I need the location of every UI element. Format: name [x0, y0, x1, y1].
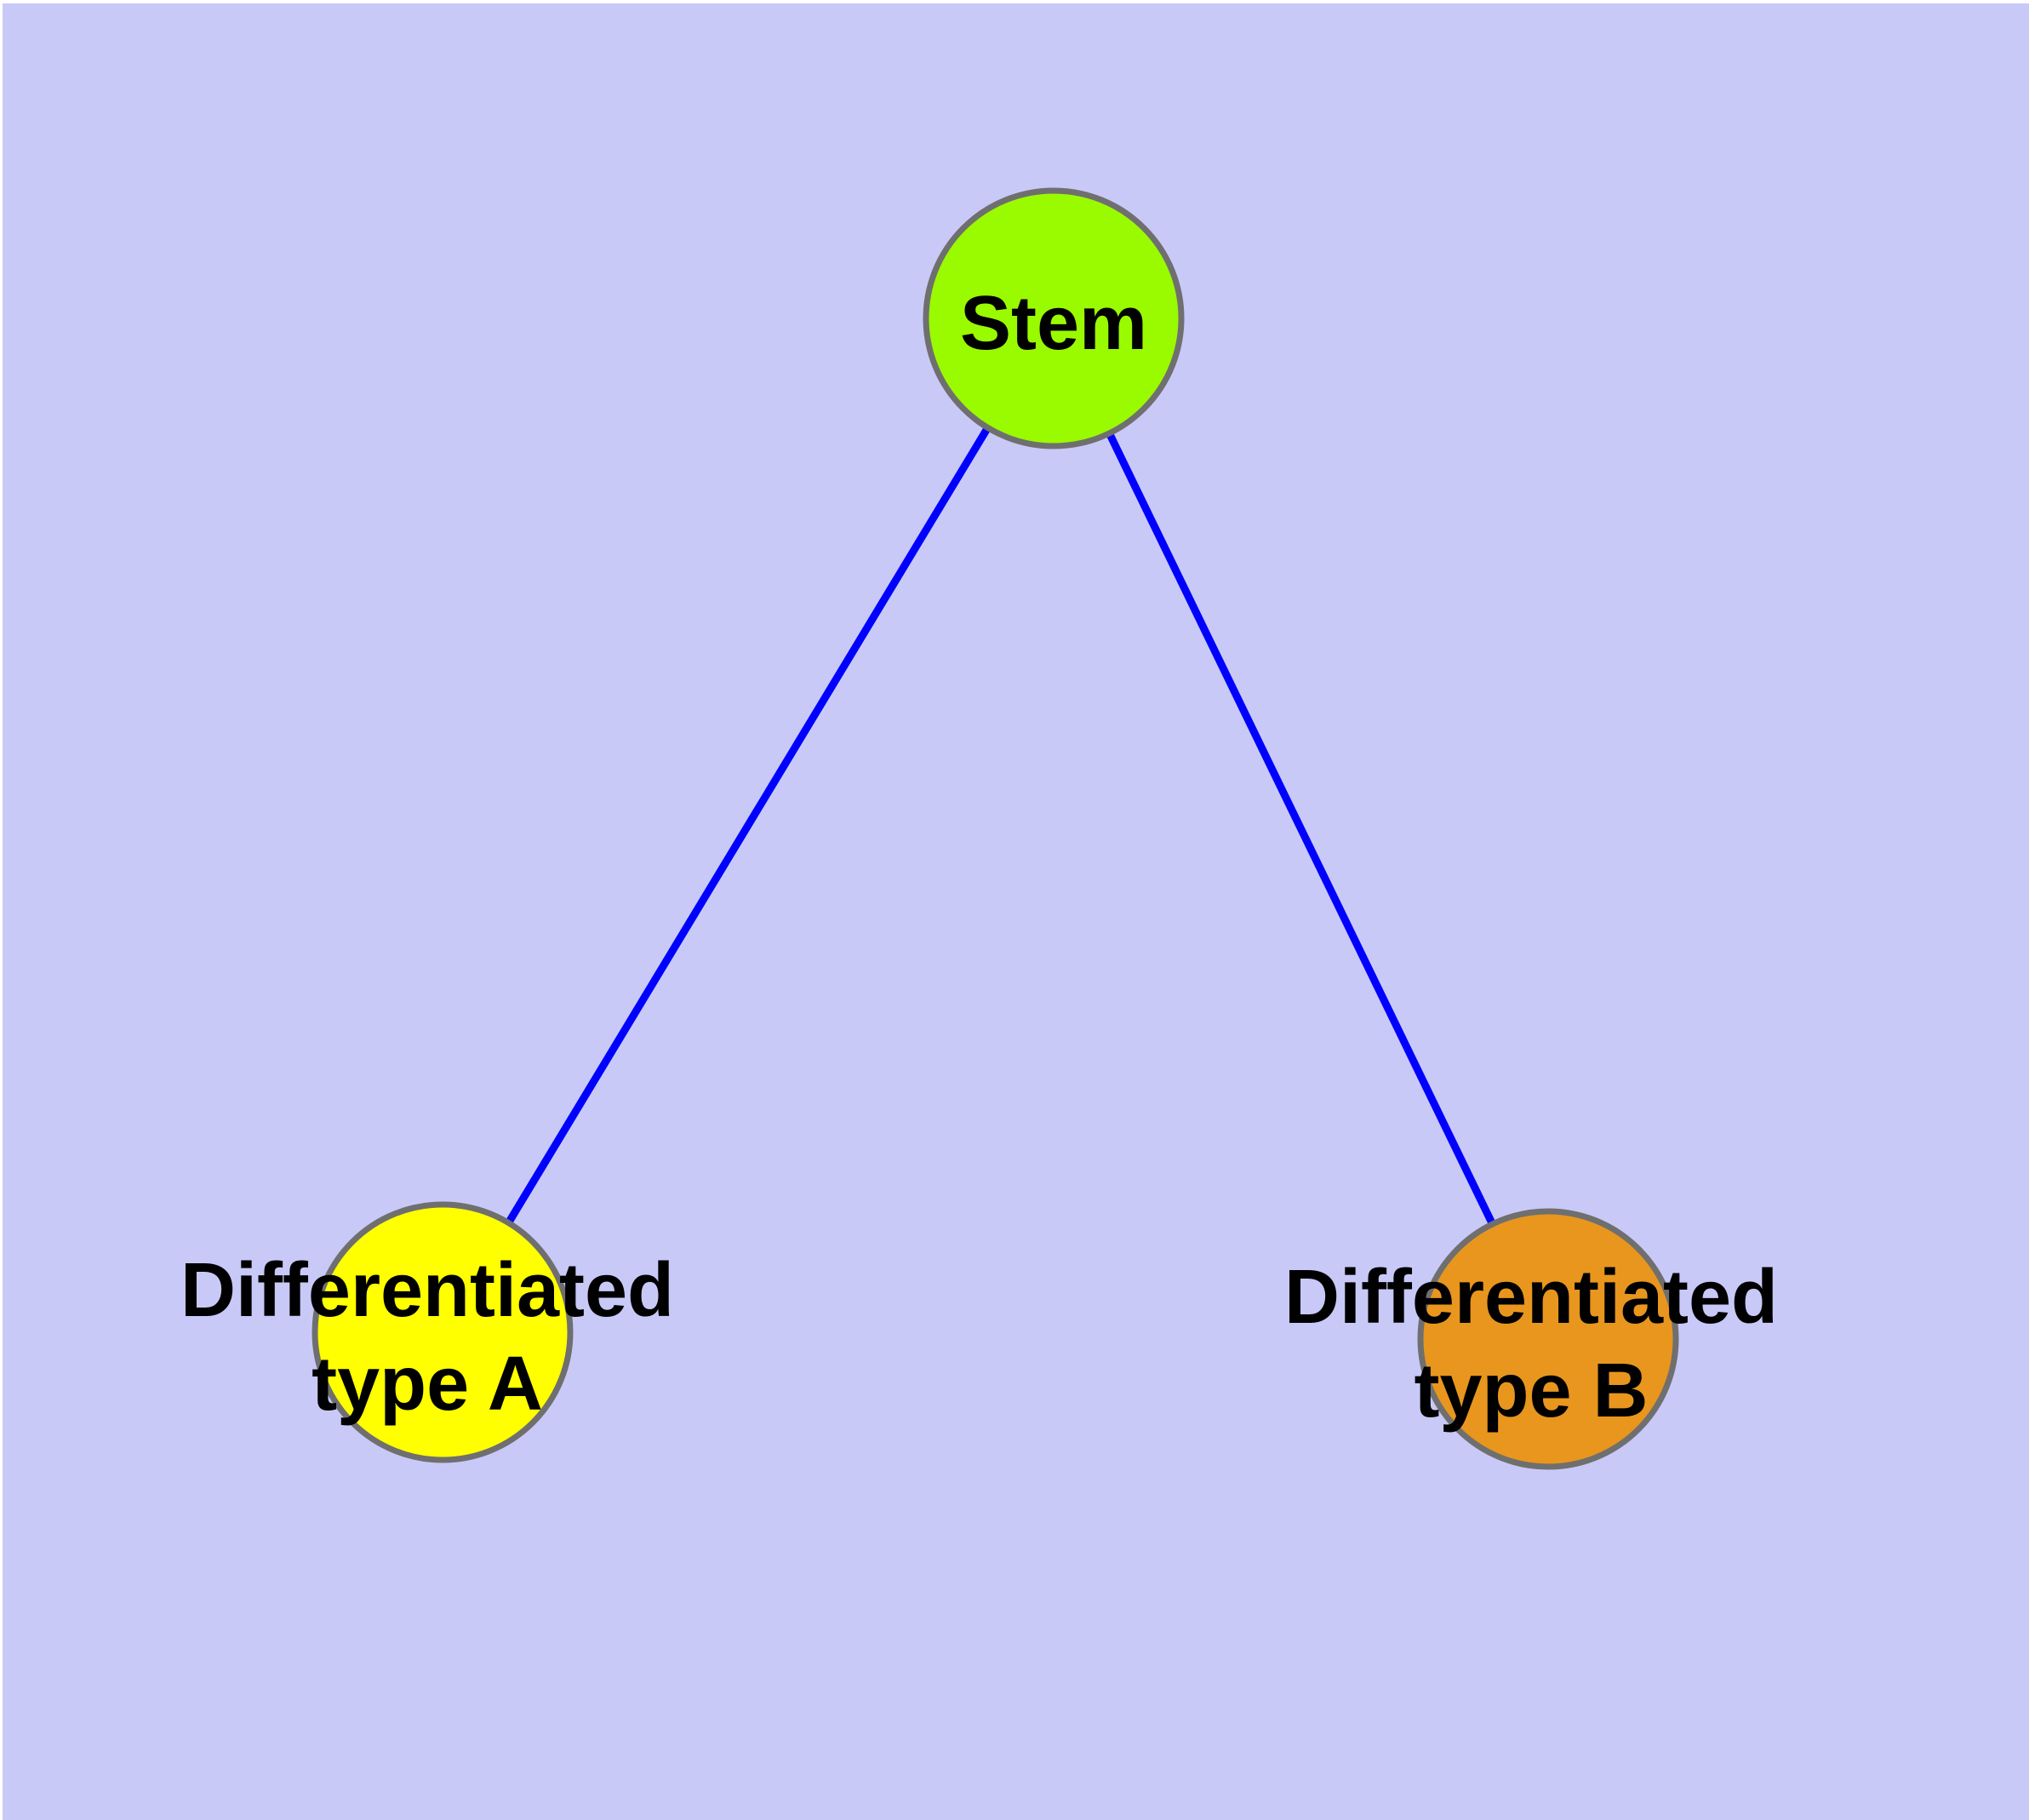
node-label-differentiated-type-a-line1: Differentiated: [180, 1248, 674, 1333]
node-label-differentiated-type-b-line2: type B: [1414, 1348, 1648, 1434]
node-differentiated-type-a[interactable]: [311, 1201, 574, 1463]
edges-layer: [439, 316, 1552, 1341]
node-differentiated-type-b[interactable]: [1417, 1208, 1679, 1470]
edge-stem-to-differentiated-type-a: [439, 316, 1057, 1335]
nodes-layer: [311, 187, 1679, 1470]
node-label-differentiated-type-a-line2: type A: [311, 1342, 543, 1427]
node-label-stem: Stem: [960, 281, 1147, 366]
edge-stem-to-differentiated-type-b: [1049, 317, 1552, 1341]
node-stem[interactable]: [923, 187, 1185, 449]
node-label-differentiated-type-b-line1: Differentiated: [1284, 1255, 1778, 1340]
